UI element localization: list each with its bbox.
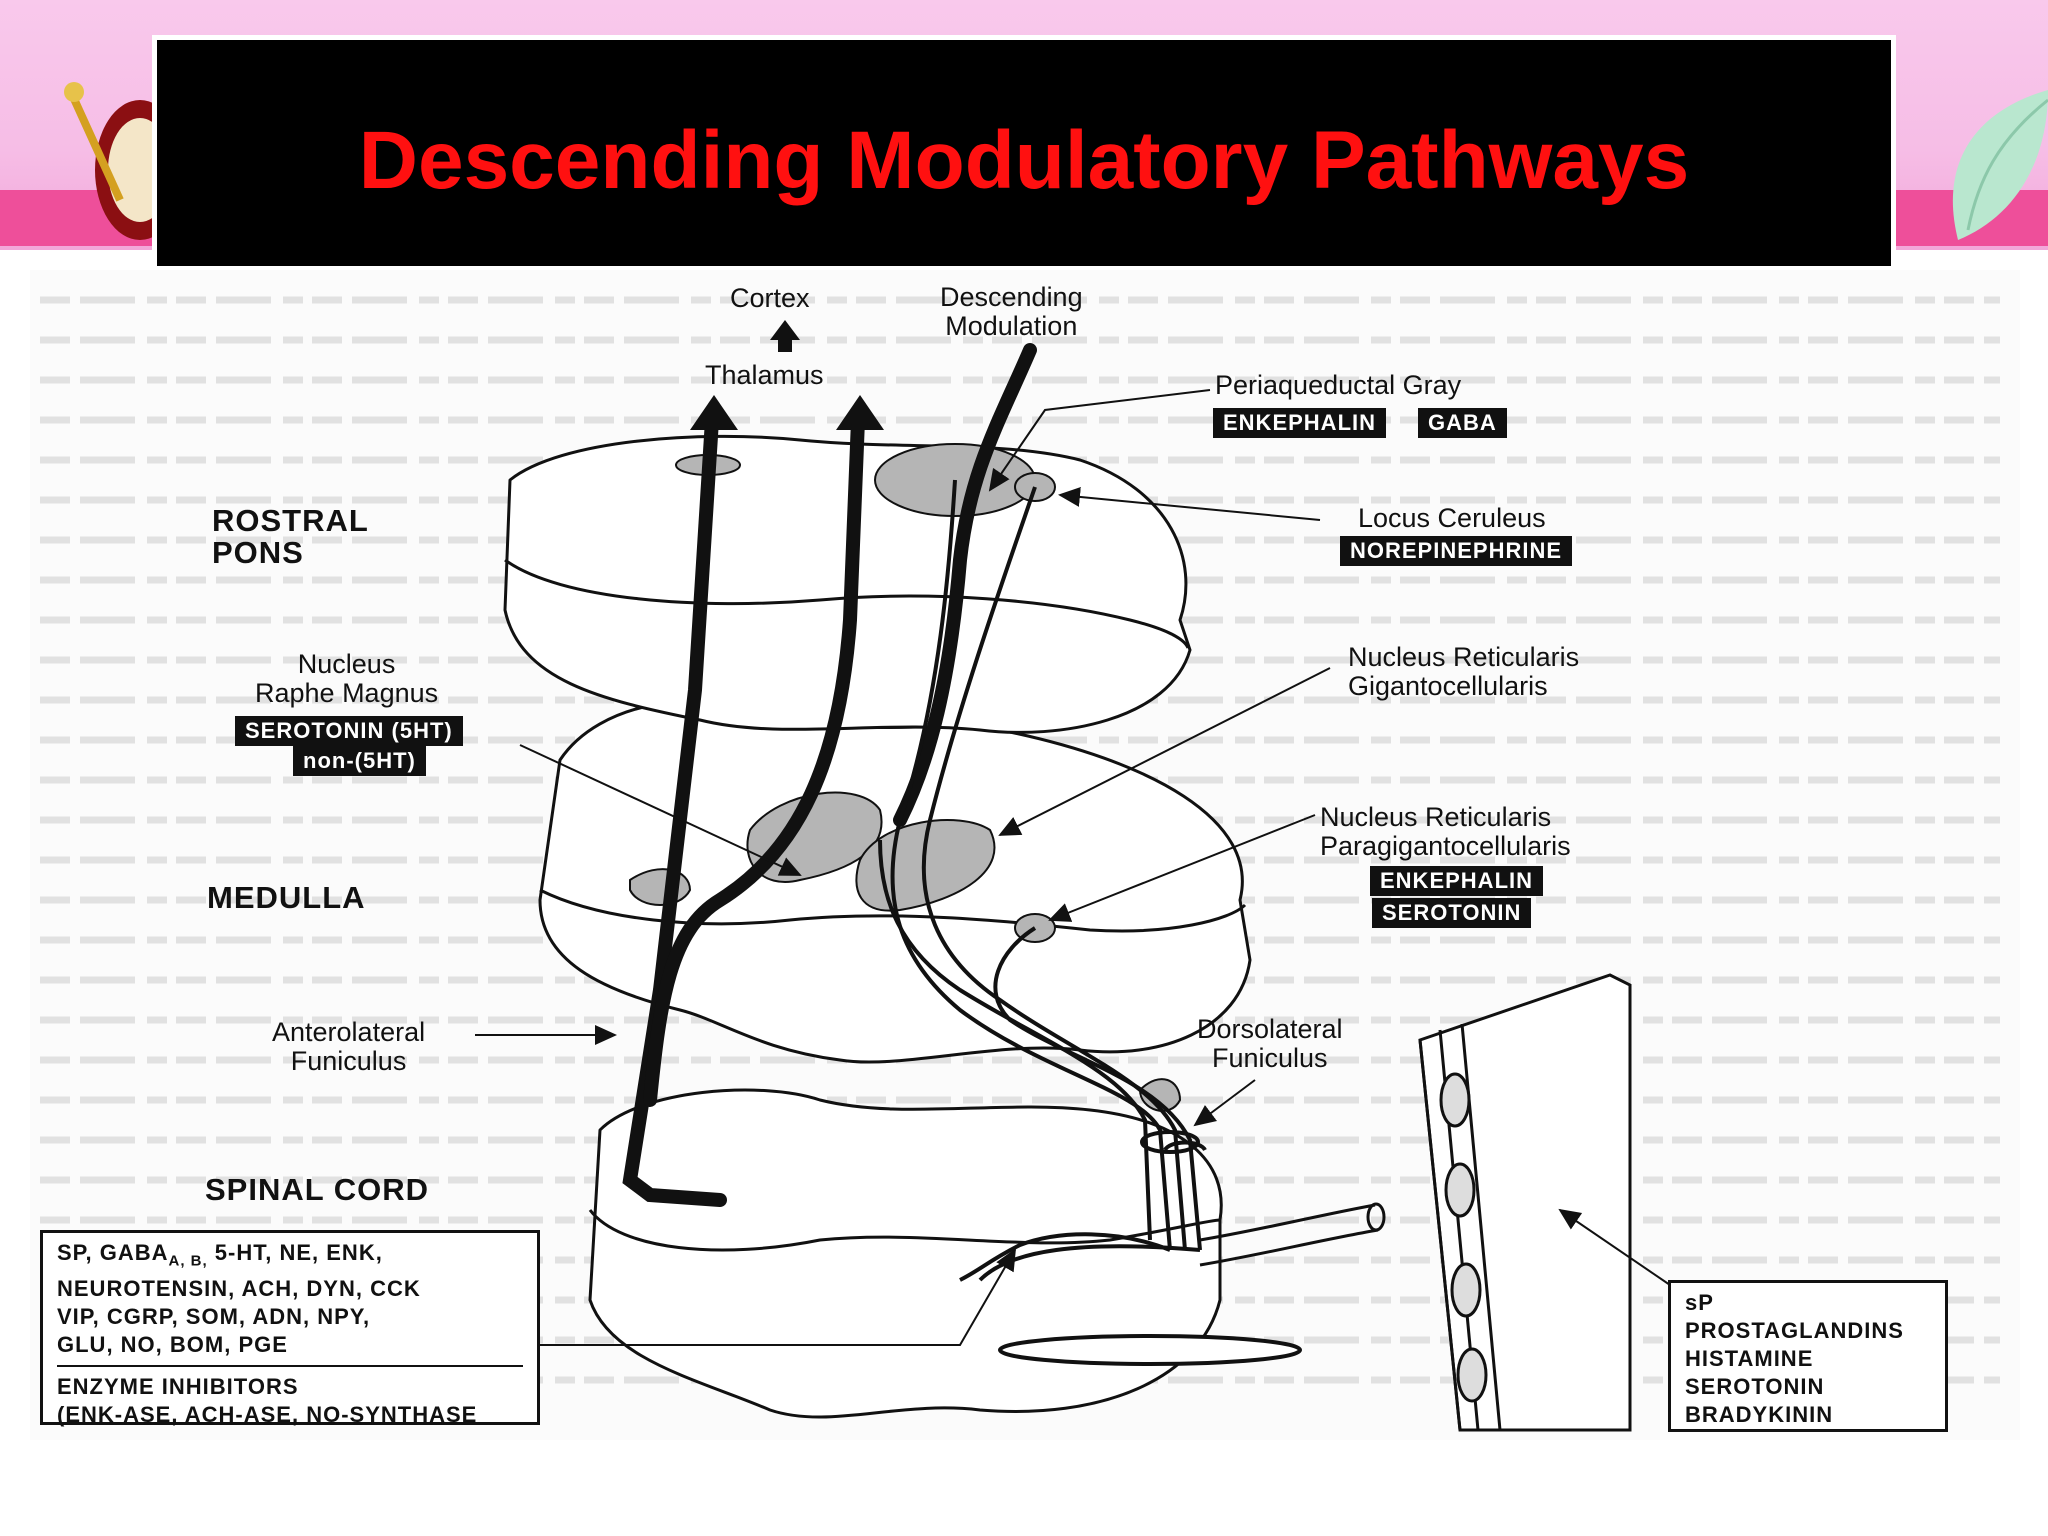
leader-nrg xyxy=(998,667,1331,836)
tag-enkephalin-nrpg: ENKEPHALIN xyxy=(1370,866,1544,896)
label-anterolateral-funiculus: Anterolateral Funiculus xyxy=(272,1017,426,1076)
tag-serotonin-nrpg: SEROTONIN xyxy=(1372,898,1532,928)
spinal-cord-slab xyxy=(588,1088,1223,1419)
spinal-box-line3: VIP, CGRP, SOM, ADN, NPY, xyxy=(57,1304,371,1330)
peripheral-item: sP xyxy=(1685,1290,1714,1315)
region-spinal-cord: SPINAL CORD xyxy=(205,1172,430,1207)
title-banner: Descending Modulatory Pathways xyxy=(152,35,1896,271)
spinal-transmitter-box: SP, GABAA, B, 5-HT, NE, ENK, NEUROTENSIN… xyxy=(40,1230,540,1427)
cortex-arrow xyxy=(770,320,800,352)
slide-title: Descending Modulatory Pathways xyxy=(358,115,1690,206)
leader-peripheral xyxy=(1558,1208,1671,1286)
region-medulla: MEDULLA xyxy=(207,880,366,915)
leader-pag xyxy=(988,389,1211,492)
peripheral-item: SEROTONIN xyxy=(1685,1374,1825,1399)
leaf-decoration xyxy=(1952,90,2048,240)
tag-gaba: GABA xyxy=(1418,408,1507,438)
leader-dorso xyxy=(1193,1079,1256,1127)
label-descending-modulation: Descending Modulation xyxy=(940,282,1083,341)
tag-non-5ht: non-(5HT) xyxy=(293,746,426,776)
label-thalamus: Thalamus xyxy=(705,360,824,390)
label-dorsolateral-funiculus: Dorsolateral Funiculus xyxy=(1197,1014,1343,1073)
label-nrm: Nucleus Raphe Magnus xyxy=(255,649,439,708)
leader-nrm xyxy=(519,744,802,876)
label-nrg: Nucleus Reticularis Gigantocellularis xyxy=(1348,642,1580,701)
spinothalamic-tract-right xyxy=(643,413,865,1107)
region-rostral-pons: ROSTRAL PONS xyxy=(212,503,369,570)
skin-block xyxy=(1418,973,1632,1432)
leader-nrpg xyxy=(1048,814,1316,922)
spinal-box-line5: ENZYME INHIBITORS xyxy=(57,1374,299,1400)
tag-norepinephrine: NOREPINEPHRINE xyxy=(1340,536,1573,566)
box-divider xyxy=(57,1365,523,1368)
tag-enkephalin-pag: ENKEPHALIN xyxy=(1213,408,1387,438)
label-pag: Periaqueductal Gray xyxy=(1215,370,1462,400)
leader-spinal-box xyxy=(540,1248,1017,1346)
label-locus-ceruleus: Locus Ceruleus xyxy=(1358,503,1546,533)
peripheral-item: BRADYKININ xyxy=(1685,1402,1834,1427)
peripheral-item: PROSTAGLANDINS xyxy=(1685,1318,1904,1343)
descending-tract xyxy=(893,343,1037,827)
tag-serotonin-5ht: SEROTONIN (5HT) xyxy=(235,716,463,746)
spinal-box-line4: GLU, NO, BOM, PGE xyxy=(57,1332,288,1358)
label-nrpg: Nucleus Reticularis Paragigantocellulari… xyxy=(1320,802,1571,861)
peripheral-item: HISTAMINE xyxy=(1685,1346,1814,1371)
label-cortex: Cortex xyxy=(730,283,810,313)
leader-locus xyxy=(1058,486,1321,521)
spinal-box-line1: SP, GABAA, B, 5-HT, NE, ENK, xyxy=(57,1240,383,1270)
spinal-box-line6: (ENK-ASE, ACH-ASE, NO-SYNTHASE xyxy=(57,1402,478,1428)
peripheral-mediator-box: sP PROSTAGLANDINS HISTAMINE SEROTONIN BR… xyxy=(1668,1280,1948,1432)
peripheral-nerve xyxy=(1199,1203,1376,1242)
spinal-box-line2: NEUROTENSIN, ACH, DYN, CCK xyxy=(57,1276,421,1302)
